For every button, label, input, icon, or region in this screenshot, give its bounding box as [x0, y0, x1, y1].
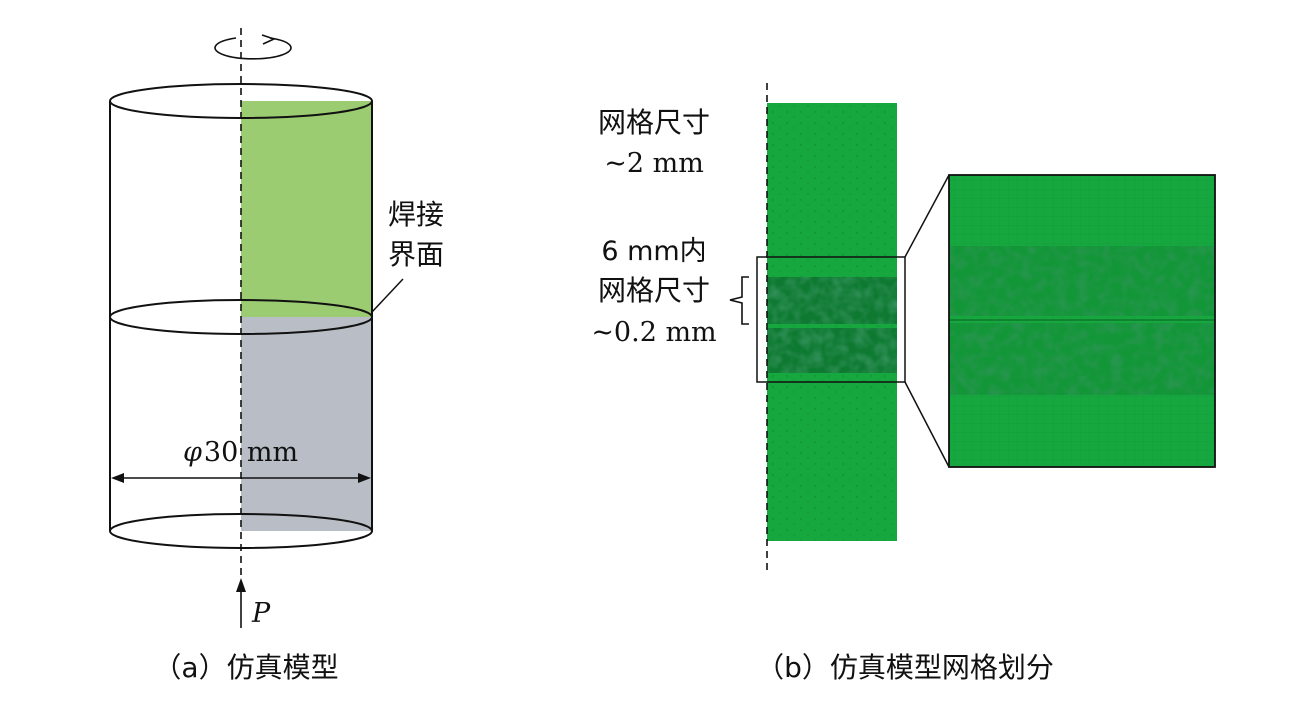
zoom-connector-top	[904, 174, 950, 258]
panel-b-mesh: 网格尺寸 ~2 mm 6 mm内 网格尺寸 ~0.2 mm （b）仿真模型网格划…	[591, 83, 1216, 684]
lower-part-fill	[241, 317, 372, 531]
welding-interface-label-line1: 焊接	[388, 198, 444, 231]
coarse-mesh-label-line1: 网格尺寸	[598, 106, 710, 139]
welding-interface-label-line2: 界面	[388, 238, 444, 271]
panel-a-cylinder-model: φ30 mm 焊接 界面 P （a）仿真模型	[109, 28, 444, 684]
fine-zone-bracket	[729, 276, 749, 325]
rotation-arrow-icon	[214, 34, 292, 60]
diameter-label: φ30 mm	[183, 437, 298, 468]
upper-part-fill	[241, 101, 372, 317]
diameter-dimension	[111, 473, 371, 483]
caption-a: （a）仿真模型	[153, 651, 338, 684]
load-label: P	[251, 598, 271, 629]
diameter-symbol: φ	[183, 437, 202, 468]
zoom-connector-bottom	[904, 381, 950, 468]
fine-mesh-label-line1: 6 mm内	[601, 236, 706, 267]
coarse-mesh-label-line2: ~2 mm	[604, 148, 704, 179]
load-arrow-icon	[236, 578, 246, 628]
caption-b: （b）仿真模型网格划分	[756, 651, 1054, 684]
welding-leader-line	[371, 278, 404, 313]
zoom-region-box	[756, 256, 906, 383]
magnified-mesh-inset	[948, 174, 1216, 468]
diameter-value: 30 mm	[204, 437, 298, 468]
fine-mesh-label-line3: ~0.2 mm	[591, 317, 716, 348]
fine-mesh-label-line2: 网格尺寸	[598, 274, 710, 307]
